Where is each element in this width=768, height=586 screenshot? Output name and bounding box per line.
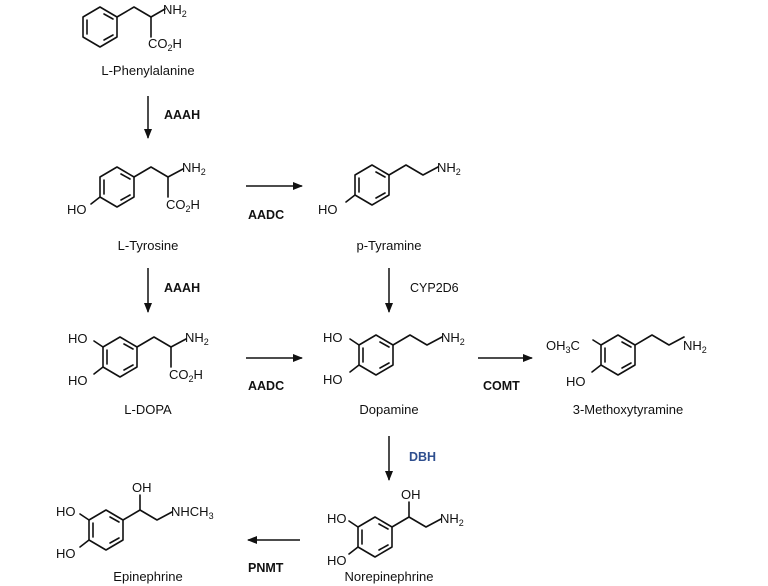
norepinephrine-structure: OH HO HO NH2 — [327, 487, 464, 568]
atom-c: C — [571, 338, 580, 353]
atom-sub-2: 2 — [186, 204, 191, 214]
enzyme-aaah-2: AAAH — [164, 281, 200, 295]
atom-nh: NH — [440, 511, 459, 526]
atom-sub-3: 3 — [209, 511, 214, 521]
enzyme-aaah-1: AAAH — [164, 108, 200, 122]
atom-ho: HO — [68, 373, 88, 388]
atom-nh: NH — [163, 2, 182, 17]
epinephrine-structure: OH HO HO NHCH3 — [56, 480, 214, 561]
atom-h: H — [191, 197, 200, 212]
svg-text:NH2: NH2 — [185, 330, 209, 347]
atom-sub-2: 2 — [702, 345, 707, 355]
atom-h: H — [173, 36, 182, 51]
atom-oh: OH — [546, 338, 566, 353]
atom-sub-2: 2 — [168, 43, 173, 53]
svg-text:CO2H: CO2H — [148, 36, 182, 53]
compound-label-tyrosine: L-Tyrosine — [118, 238, 179, 253]
enzyme-comt: COMT — [483, 379, 520, 393]
atom-h: H — [194, 367, 203, 382]
atom-sub-2: 2 — [459, 518, 464, 528]
svg-text:NH2: NH2 — [441, 330, 465, 347]
compound-label-phenylalanine: L-Phenylalanine — [101, 63, 194, 78]
atom-ho: HO — [67, 202, 87, 217]
enzyme-cyp2d6: CYP2D6 — [410, 281, 459, 295]
svg-text:CO2H: CO2H — [169, 367, 203, 384]
atom-sub-2: 2 — [456, 167, 461, 177]
svg-text:OH3C: OH3C — [546, 338, 580, 355]
atom-co: CO — [166, 197, 186, 212]
svg-text:CO2H: CO2H — [166, 197, 200, 214]
atom-ho: HO — [327, 511, 347, 526]
atom-ho: HO — [327, 553, 347, 568]
svg-text:NH2: NH2 — [163, 2, 187, 19]
atom-nh: NH — [185, 330, 204, 345]
enzyme-dbh: DBH — [409, 450, 436, 464]
enzyme-aadc-1: AADC — [248, 208, 284, 222]
atom-sub-2: 2 — [182, 9, 187, 19]
atom-ho: HO — [566, 374, 586, 389]
atom-sub-2: 2 — [189, 374, 194, 384]
atom-ho: HO — [318, 202, 338, 217]
tyramine-structure: HO NH2 — [318, 160, 461, 217]
compound-label-tyramine: p-Tyramine — [356, 238, 421, 253]
compound-label-dopa: L-DOPA — [124, 402, 172, 417]
atom-oh: OH — [132, 480, 152, 495]
atom-nh: NH — [437, 160, 456, 175]
svg-text:NH2: NH2 — [683, 338, 707, 355]
enzyme-aadc-2: AADC — [248, 379, 284, 393]
atom-ho: HO — [56, 546, 76, 561]
svg-text:NH2: NH2 — [440, 511, 464, 528]
atom-ho: HO — [323, 372, 343, 387]
tyrosine-structure: HO NH2 CO2H — [67, 160, 206, 217]
dopa-structure: HO HO NH2 CO2H — [68, 330, 209, 388]
atom-ho: HO — [68, 331, 88, 346]
methoxytyramine-structure: OH3C HO NH2 — [546, 334, 707, 389]
atom-ho: HO — [323, 330, 343, 345]
compound-label-methoxytyramine: 3-Methoxytyramine — [573, 402, 684, 417]
atom-sub-3: 3 — [566, 345, 571, 355]
dopamine-structure: HO HO NH2 — [323, 330, 465, 387]
phenylalanine-structure: NH2 CO2H — [82, 2, 187, 53]
svg-text:NH2: NH2 — [182, 160, 206, 177]
compound-label-dopamine: Dopamine — [359, 402, 418, 417]
atom-sub-2: 2 — [460, 337, 465, 347]
compound-label-epinephrine: Epinephrine — [113, 569, 182, 584]
atom-co: CO — [169, 367, 189, 382]
atom-sub-2: 2 — [204, 337, 209, 347]
atom-nh: NH — [182, 160, 201, 175]
compound-label-norepinephrine: Norepinephrine — [345, 569, 434, 584]
atom-co: CO — [148, 36, 168, 51]
atom-nhch: NHCH — [171, 504, 209, 519]
enzyme-pnmt: PNMT — [248, 561, 284, 575]
atom-oh: OH — [401, 487, 421, 502]
atom-sub-2: 2 — [201, 167, 206, 177]
atom-ho: HO — [56, 504, 76, 519]
atom-nh: NH — [683, 338, 702, 353]
svg-text:NH2: NH2 — [437, 160, 461, 177]
svg-text:NHCH3: NHCH3 — [171, 504, 214, 521]
atom-nh: NH — [441, 330, 460, 345]
